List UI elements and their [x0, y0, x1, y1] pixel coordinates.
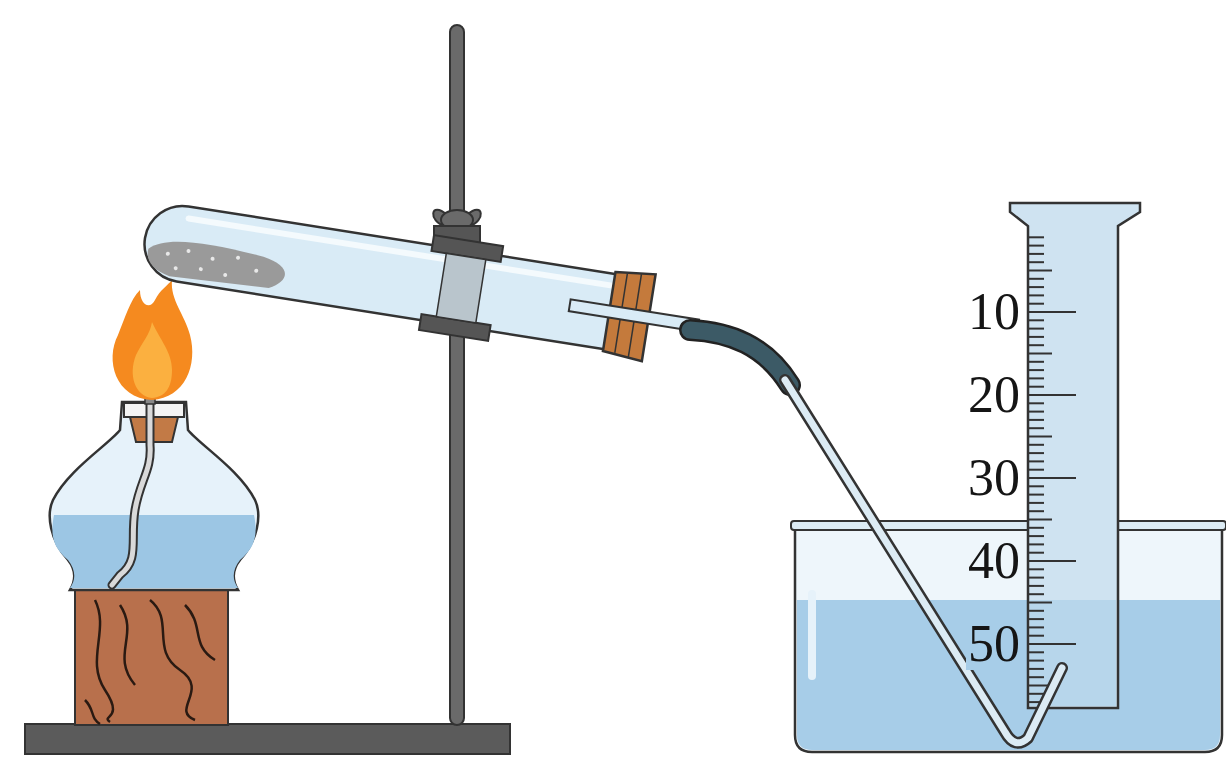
scale-tick: [1028, 377, 1044, 379]
alcohol-lamp: [50, 388, 259, 590]
scale-number: 40: [966, 535, 1022, 587]
scale-tick: [1028, 303, 1044, 305]
scale-tick: [1028, 552, 1044, 554]
scale-tick: [1028, 519, 1052, 521]
scale-tick: [1028, 286, 1044, 288]
scale-tick: [1028, 635, 1044, 637]
scale-tick: [1028, 245, 1044, 247]
stand-base: [25, 724, 510, 754]
scale-tick: [1028, 452, 1044, 454]
scale-tick: [1028, 577, 1044, 579]
water-trough: [791, 521, 1226, 752]
scale-number: 50: [966, 618, 1022, 670]
scale-tick: [1028, 477, 1076, 479]
wooden-block: [75, 590, 228, 725]
scale-tick: [1028, 311, 1076, 313]
scale-tick: [1028, 610, 1044, 612]
scale-tick: [1028, 353, 1052, 355]
scale-tick: [1028, 618, 1044, 620]
scale-tick: [1028, 270, 1052, 272]
scale-tick: [1028, 510, 1044, 512]
scale-tick: [1028, 427, 1044, 429]
scale-tick: [1028, 585, 1044, 587]
scale-tick: [1028, 693, 1044, 695]
scale-tick: [1028, 328, 1044, 330]
scale-tick: [1028, 460, 1044, 462]
scale-tick: [1028, 535, 1044, 537]
rubber-tube: [690, 330, 790, 385]
scale-tick: [1028, 444, 1044, 446]
test-tube: [137, 191, 705, 373]
stand-rod: [450, 25, 464, 725]
graduated-cylinder: [1010, 203, 1140, 708]
scale-number: 20: [966, 369, 1022, 421]
scale-tick: [1028, 593, 1044, 595]
scale-tick: [1028, 676, 1044, 678]
flame: [113, 280, 193, 400]
scale-tick: [1028, 651, 1044, 653]
scale-tick: [1028, 494, 1044, 496]
scale-tick: [1028, 402, 1044, 404]
scale-tick: [1028, 236, 1044, 238]
scale-tick: [1028, 668, 1044, 670]
scale-tick: [1028, 261, 1044, 263]
scale-tick: [1028, 419, 1044, 421]
scale-tick: [1028, 660, 1044, 662]
scale-tick: [1028, 361, 1044, 363]
scale-tick: [1028, 253, 1044, 255]
scale-number: 10: [966, 286, 1022, 338]
scale-tick: [1028, 543, 1044, 545]
scale-tick: [1028, 436, 1052, 438]
scale-tick: [1028, 485, 1044, 487]
scale-tick: [1028, 336, 1044, 338]
scale-tick: [1028, 502, 1044, 504]
scale-tick: [1028, 344, 1044, 346]
scale-tick: [1028, 386, 1044, 388]
scale-tick: [1028, 319, 1044, 321]
scale-tick: [1028, 411, 1044, 413]
scale-tick: [1028, 294, 1044, 296]
scale-number: 30: [966, 452, 1022, 504]
delivery-tube: [785, 380, 1062, 743]
scale-tick: [1028, 394, 1076, 396]
scale-tick: [1028, 626, 1044, 628]
wood-grain: [85, 600, 215, 724]
scale-tick: [1028, 560, 1076, 562]
scale-tick: [1028, 527, 1044, 529]
scale-tick: [1028, 278, 1044, 280]
scale-tick: [1028, 643, 1076, 645]
scale-tick: [1028, 568, 1044, 570]
scale-tick: [1028, 602, 1052, 604]
scale-tick: [1028, 369, 1044, 371]
scale-tick: [1028, 469, 1044, 471]
